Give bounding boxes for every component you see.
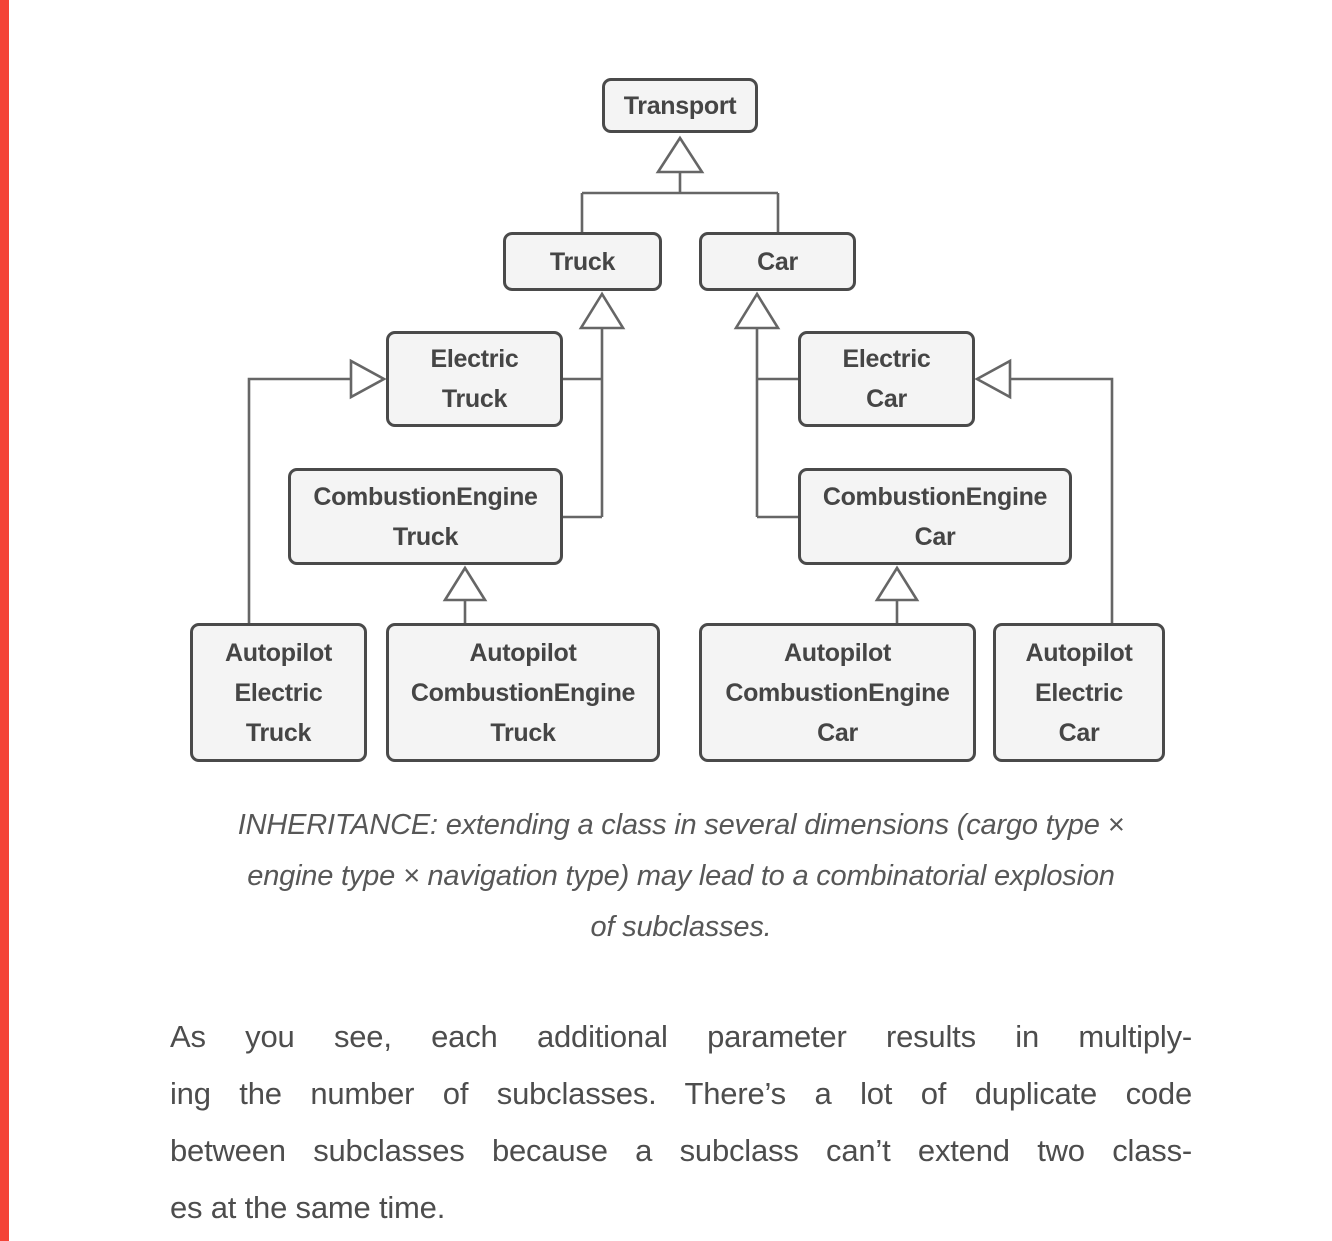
class-label: CombustionEngine — [822, 482, 1048, 511]
class-box-combustionengine-car: CombustionEngine Car — [798, 468, 1072, 565]
arrowhead-to-truck — [578, 291, 626, 330]
class-label: Transport — [623, 91, 737, 120]
class-label: Car — [757, 247, 798, 276]
class-label: Autopilot — [225, 638, 332, 667]
class-label: Electric — [234, 678, 323, 707]
body-paragraph-line: ing the number of subclasses. There’s a … — [170, 1076, 1192, 1111]
class-box-autopilot-combustionengine-car: Autopilot CombustionEngine Car — [699, 623, 976, 762]
class-box-combustionengine-truck: CombustionEngine Truck — [288, 468, 563, 565]
class-label: Truck — [245, 718, 312, 747]
figure-caption-line: INHERITANCE: extending a class in severa… — [237, 809, 1125, 841]
page-accent-stripe — [0, 0, 9, 1241]
arrowhead-to-combustion-car — [874, 565, 920, 602]
class-label: Car — [817, 718, 858, 747]
class-label: Electric — [1035, 678, 1123, 707]
class-box-transport: Transport — [602, 78, 758, 133]
edge-truck-trunk — [563, 328, 604, 519]
edge-autopilot-electric-truck — [247, 377, 351, 625]
class-label: Truck — [392, 522, 459, 551]
class-box-autopilot-combustionengine-truck: Autopilot CombustionEngine Truck — [386, 623, 660, 762]
class-box-car: Car — [699, 232, 856, 291]
class-label: Truck — [490, 718, 556, 747]
class-label: CombustionEngine — [313, 482, 538, 511]
body-paragraph-line: between subclasses because a subclass ca… — [170, 1133, 1192, 1168]
edge-car-trunk — [755, 328, 798, 519]
class-label: Autopilot — [1025, 638, 1133, 667]
class-label: Electric — [430, 345, 519, 373]
class-label: CombustionEngine — [410, 678, 636, 707]
body-paragraph: As you see, each additional parameter re… — [170, 1008, 1192, 1236]
class-box-electric-truck: Electric Truck — [386, 331, 563, 427]
arrowhead-to-car — [733, 291, 781, 330]
class-box-electric-car: Electric Car — [798, 331, 975, 427]
class-label: Autopilot — [469, 638, 577, 667]
figure-caption: INHERITANCE: extending a class in severa… — [170, 800, 1192, 953]
figure-caption-line: of subclasses. — [590, 911, 772, 943]
arrowhead-to-electric-truck — [349, 358, 387, 400]
class-box-autopilot-electric-car: Autopilot Electric Car — [993, 623, 1165, 762]
class-box-truck: Truck — [503, 232, 662, 291]
class-label: Car — [866, 385, 907, 413]
figure-caption-line: engine type × navigation type) may lead … — [247, 860, 1115, 892]
class-label: Car — [1058, 718, 1100, 747]
class-box-autopilot-electric-truck: Autopilot Electric Truck — [190, 623, 367, 762]
class-label: CombustionEngine — [725, 678, 950, 707]
body-paragraph-line: As you see, each additional parameter re… — [170, 1019, 1192, 1054]
edge-autopilot-electric-car — [1010, 377, 1114, 625]
class-label: Autopilot — [784, 638, 891, 667]
arrowhead-to-electric-car — [974, 358, 1012, 400]
arrowhead-to-transport — [655, 135, 705, 174]
edge-transport-branch — [580, 171, 780, 234]
arrowhead-to-combustion-truck — [442, 565, 488, 602]
body-paragraph-line: es at the same time. — [170, 1190, 446, 1225]
class-label: Electric — [842, 345, 931, 373]
class-label: Truck — [549, 247, 616, 276]
class-label: Truck — [441, 385, 508, 413]
class-label: Car — [914, 522, 956, 551]
